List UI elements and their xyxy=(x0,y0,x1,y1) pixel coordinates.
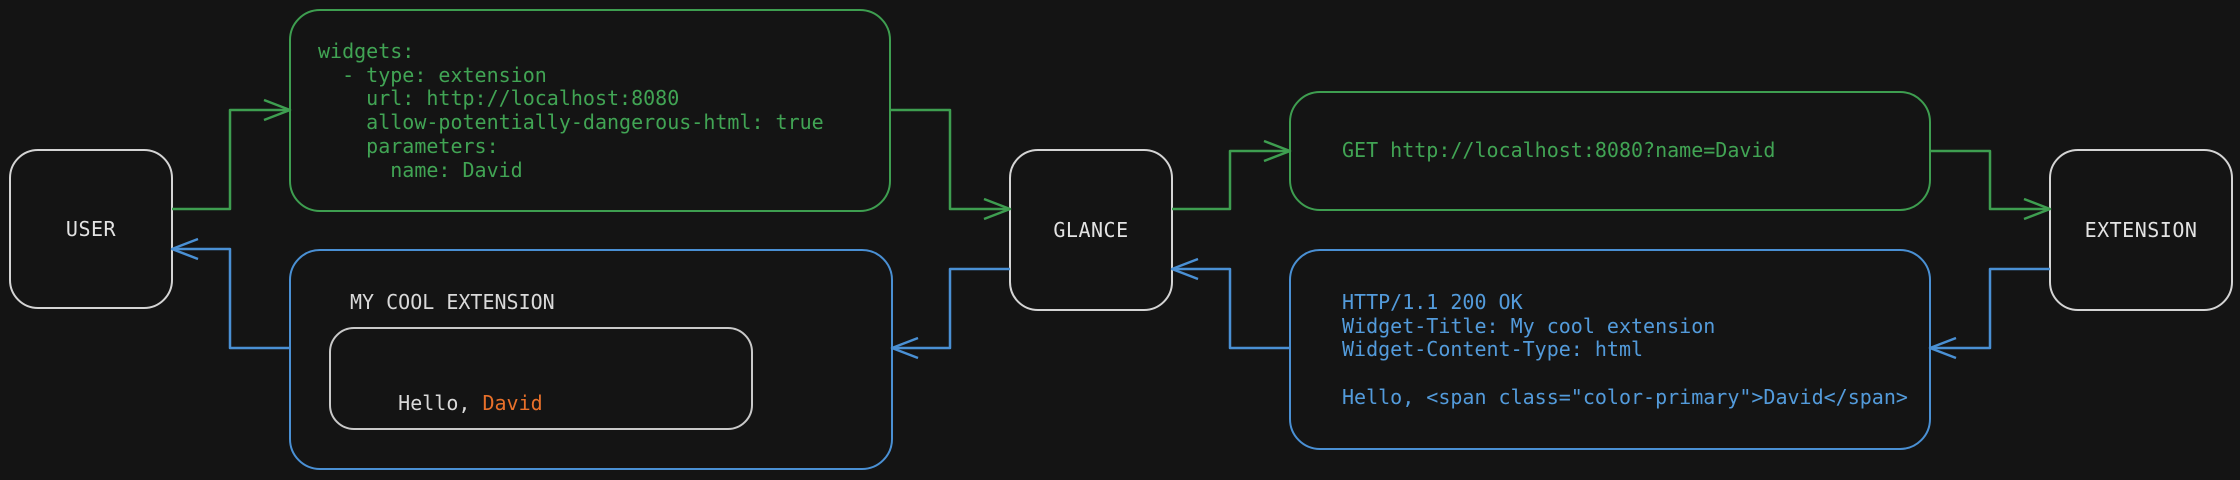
user-node-label: USER xyxy=(65,217,117,241)
arrow-glance-to-widget xyxy=(895,267,1010,350)
arrowhead-extension-to-response xyxy=(1928,336,1957,360)
arrow-glance-to-request xyxy=(1172,149,1287,211)
http-request-text: GET http://localhost:8080?name=David xyxy=(1342,138,1776,162)
arrowhead-config-to-glance xyxy=(983,197,1012,221)
rendered-widget-box xyxy=(289,249,893,470)
widget-title: MY COOL EXTENSION xyxy=(350,290,555,314)
arrowhead-request-to-extension xyxy=(2023,197,2052,221)
glance-node-box xyxy=(1009,149,1173,311)
extension-node-box xyxy=(2049,149,2233,311)
config-yaml-code: widgets: - type: extension url: http://l… xyxy=(318,39,824,182)
arrowhead-glance-to-widget xyxy=(890,336,919,360)
greeting-name-highlight: David xyxy=(482,390,543,415)
arrowhead-user-to-config xyxy=(263,98,292,122)
arrow-user-to-config xyxy=(172,108,287,211)
arrow-config-to-glance xyxy=(890,108,1007,211)
arrowhead-widget-to-user xyxy=(170,237,199,261)
arrow-widget-to-user xyxy=(175,247,290,350)
arrow-request-to-extension xyxy=(1930,149,2047,211)
user-node-box xyxy=(9,149,173,309)
widget-greeting: Hello, David xyxy=(350,368,543,439)
extension-node-label: EXTENSION xyxy=(2084,218,2198,242)
arrowhead-glance-to-request xyxy=(1263,139,1292,163)
arrow-response-to-glance xyxy=(1175,267,1290,350)
greeting-prefix: Hello, xyxy=(398,390,483,415)
http-response-code: HTTP/1.1 200 OK Widget-Title: My cool ex… xyxy=(1342,290,1908,409)
widget-content-frame xyxy=(329,327,753,430)
arrow-extension-to-response xyxy=(1933,267,2050,350)
glance-node-label: GLANCE xyxy=(1053,218,1129,242)
http-response-box xyxy=(1289,249,1931,450)
arrowhead-response-to-glance xyxy=(1170,257,1199,281)
